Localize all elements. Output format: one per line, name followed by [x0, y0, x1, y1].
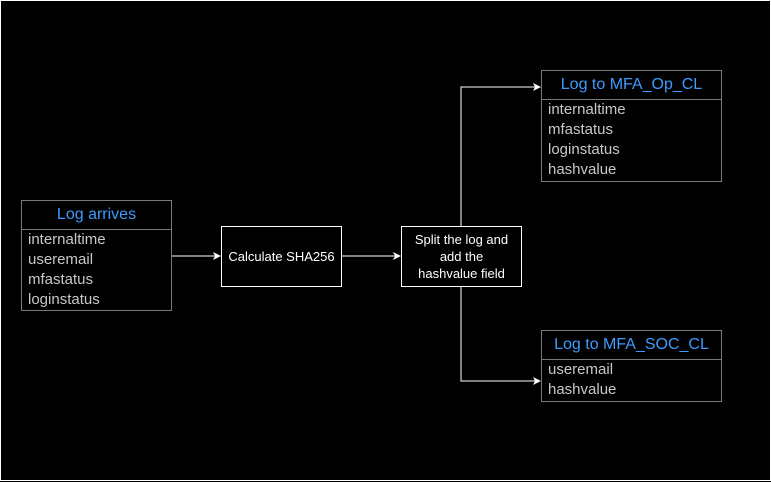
op-table-entity: Log to MFA_Op_CL internaltime mfastatus … [541, 70, 722, 182]
source-field-mfastatus: mfastatus [28, 271, 94, 288]
op-table-title: Log to MFA_Op_CL [542, 71, 721, 100]
source-log-title: Log arrives [22, 201, 171, 230]
op-field-loginstatus: loginstatus [548, 141, 620, 158]
soc-field-hashvalue: hashvalue [548, 381, 617, 398]
source-log-entity: Log arrives internaltime useremail mfast… [21, 200, 172, 311]
source-field-useremail: useremail [28, 251, 94, 268]
hash-step-label: Calculate SHA256 [228, 249, 335, 264]
split-step-box: Split the log and add the hashvalue fiel… [401, 226, 522, 287]
source-field-internaltime: internaltime [28, 231, 106, 248]
op-field-mfastatus: mfastatus [548, 121, 614, 138]
split-step-line-2: add the [439, 249, 484, 264]
soc-table-title: Log to MFA_SOC_CL [542, 331, 721, 360]
op-field-hashvalue: hashvalue [548, 161, 617, 178]
source-log-fields: internaltime useremail mfastatus loginst… [22, 230, 171, 310]
split-step-line-1: Split the log and [414, 232, 509, 247]
arrow-split-to-soc [460, 287, 541, 385]
arrow-split-to-op [460, 83, 541, 227]
hash-step-box: Calculate SHA256 [221, 226, 342, 287]
source-field-loginstatus: loginstatus [28, 291, 100, 308]
soc-table-entity: Log to MFA_SOC_CL useremail hashvalue [541, 330, 722, 402]
op-table-fields: internaltime mfastatus loginstatus hashv… [542, 100, 721, 180]
soc-table-fields: useremail hashvalue [542, 360, 721, 400]
soc-field-useremail: useremail [548, 361, 614, 378]
split-step-line-3: hashvalue field [418, 266, 505, 281]
op-field-internaltime: internaltime [548, 101, 626, 118]
